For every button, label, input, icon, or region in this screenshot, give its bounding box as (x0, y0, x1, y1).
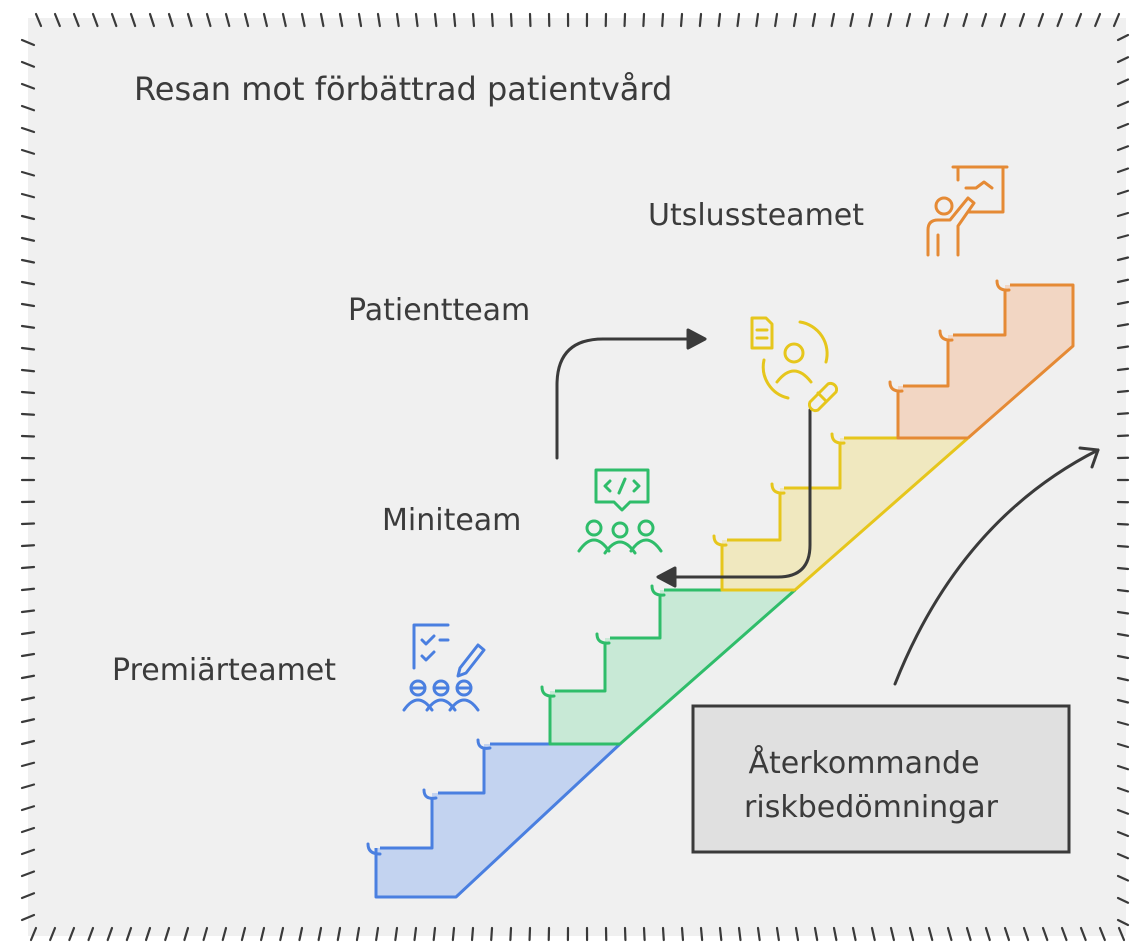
border-tick (1118, 546, 1128, 547)
border-tick (435, 14, 436, 26)
recurring-assessment-callout: Återkommande riskbedömningar (693, 706, 1069, 852)
border-tick (22, 524, 34, 525)
border-tick (22, 545, 34, 546)
border-tick (1118, 612, 1128, 614)
border-tick (682, 928, 683, 940)
stage-label-patientteam: Patientteam (348, 293, 530, 328)
border-tick (701, 928, 702, 940)
border-tick (681, 14, 682, 26)
border-tick (453, 928, 454, 940)
border-tick (416, 14, 417, 26)
border-tick (492, 14, 493, 26)
border-tick (22, 567, 34, 568)
callout-line-1: Återkommande (748, 745, 979, 781)
border-tick (434, 928, 435, 940)
border-tick (491, 928, 492, 940)
callout-line-2: riskbedömningar (744, 790, 999, 825)
border-tick (454, 14, 455, 26)
border-tick (472, 928, 473, 940)
border-tick (511, 14, 512, 26)
border-tick (1118, 436, 1128, 437)
border-tick (720, 928, 721, 940)
border-tick (473, 14, 474, 26)
border-tick (22, 436, 34, 437)
border-tick (1118, 590, 1128, 591)
border-tick (22, 392, 34, 393)
stage-label-premiarteamet: Premiärteamet (112, 653, 336, 688)
border-tick (1118, 369, 1128, 370)
border-tick (1118, 524, 1128, 525)
border-tick (1118, 413, 1128, 414)
diagram-title: Resan mot förbättrad patientvård (134, 70, 672, 108)
border-tick (643, 14, 644, 26)
border-tick (1118, 347, 1128, 349)
border-tick (700, 14, 701, 26)
stage-label-miniteam: Miniteam (382, 503, 521, 538)
border-tick (22, 589, 34, 590)
stage-label-utslussteamet: Utslussteamet (648, 198, 864, 233)
border-tick (738, 14, 739, 26)
border-tick (1118, 568, 1128, 569)
border-tick (22, 348, 34, 350)
border-tick (510, 928, 511, 940)
border-tick (739, 928, 740, 940)
border-tick (644, 928, 645, 940)
border-tick (22, 611, 34, 613)
border-tick (719, 14, 720, 26)
border-tick (1118, 391, 1128, 392)
border-tick (22, 370, 34, 371)
border-tick (663, 928, 664, 940)
border-tick (415, 928, 416, 940)
border-tick (662, 14, 663, 26)
border-tick (22, 414, 34, 415)
